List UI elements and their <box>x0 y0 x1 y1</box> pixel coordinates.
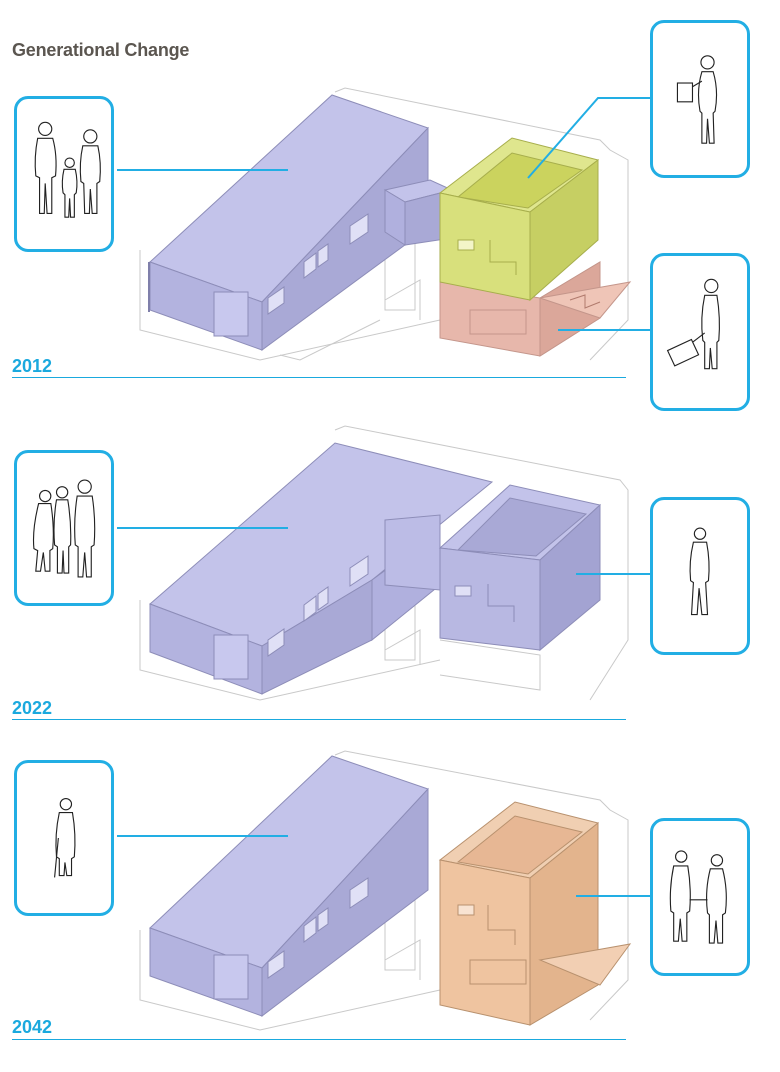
year-label-2042: 2042 <box>12 1017 53 1037</box>
connector-top-right <box>527 97 650 179</box>
upper-unit-volume <box>438 137 600 302</box>
wireframe-context <box>139 425 629 701</box>
elderly-person-with-cane-icon <box>54 797 76 878</box>
year-rule-2012 <box>12 377 626 378</box>
card-family-2022 <box>14 450 114 606</box>
card-couple-2042 <box>650 818 750 976</box>
year-label-2022: 2022 <box>12 698 53 718</box>
family-of-three-icon <box>34 121 101 218</box>
stage-2012-diagram <box>117 87 650 361</box>
card-traveler-2012 <box>650 253 750 411</box>
unit-volume <box>438 801 632 1026</box>
card-single-2022 <box>650 497 750 655</box>
main-bar-volume <box>148 94 429 351</box>
traveler-with-suitcase-icon <box>666 278 720 370</box>
lower-unit-volume <box>439 261 632 357</box>
card-shopper-2012 <box>650 20 750 178</box>
upper-unit-volume <box>438 484 602 652</box>
year-rule-2022 <box>12 719 626 720</box>
single-man-icon <box>689 527 710 616</box>
main-bar-volume <box>149 755 429 1018</box>
person-with-shopping-bag-icon <box>676 55 718 144</box>
main-l-volume <box>149 442 494 695</box>
card-elderly-2042 <box>14 760 114 916</box>
wireframe-context <box>139 750 629 1031</box>
family-of-four-icon <box>32 479 96 578</box>
year-rule-2042 <box>12 1039 626 1040</box>
card-family-2012 <box>14 96 114 252</box>
page-title: Generational Change <box>12 40 190 60</box>
year-label-2012: 2012 <box>12 356 53 376</box>
couple-icon <box>669 850 727 944</box>
